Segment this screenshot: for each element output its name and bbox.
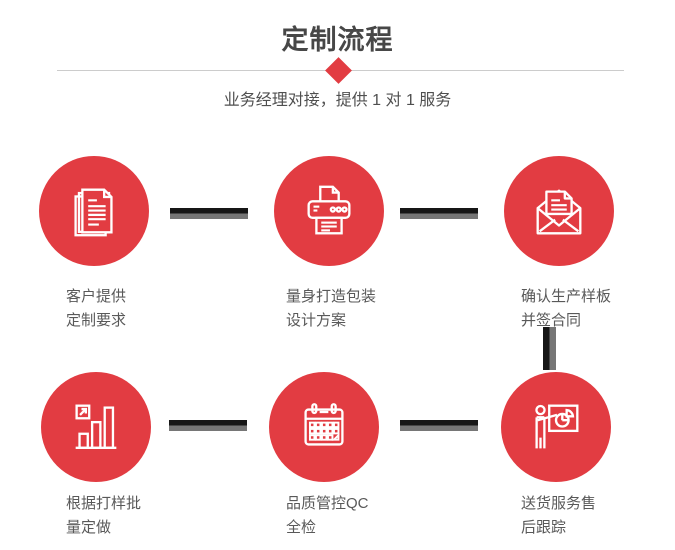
presentation-icon: [535, 404, 579, 449]
page-title: 定制流程: [281, 25, 394, 55]
connector-step3-step6: [543, 327, 556, 370]
step-label-5: 品质管控QC 全检: [286, 492, 369, 540]
connector-step5-step6: [400, 420, 478, 431]
step-label-line: 确认生产样板: [521, 288, 612, 305]
step-label-line: 品质管控QC: [286, 495, 369, 512]
step-circle-calendar: [269, 372, 379, 482]
connector-step2-step3: [400, 208, 478, 219]
step-circle-bar-chart: [41, 372, 151, 482]
calendar-icon: [304, 403, 344, 446]
step-label-line: 并签合同: [521, 312, 582, 329]
printer-icon: [307, 185, 351, 235]
envelope-icon: [536, 189, 582, 235]
bar-chart-icon: [75, 404, 117, 449]
step-label-line: 全检: [286, 519, 317, 536]
step-label-2: 量身打造包装 设计方案: [286, 285, 376, 333]
connector-step4-step5: [169, 420, 247, 431]
step-label-line: 后跟踪: [521, 519, 567, 536]
connector-step1-step2: [170, 208, 248, 219]
step-circle-envelope: [504, 156, 614, 266]
subtitle: 业务经理对接，提供 1 对 1 服务: [223, 92, 452, 109]
step-label-4: 根据打样批 量定做: [66, 492, 141, 540]
step-label-6: 送货服务售 后跟踪: [521, 492, 596, 540]
step-circle-printer: [274, 156, 384, 266]
step-label-1: 客户提供 定制要求: [66, 285, 126, 333]
step-label-line: 设计方案: [286, 312, 347, 329]
step-label-line: 定制要求: [66, 312, 127, 329]
step-label-line: 量定做: [66, 519, 112, 536]
step-circle-documents: [39, 156, 149, 266]
step-label-line: 量身打造包装: [286, 288, 377, 305]
step-label-line: 客户提供: [66, 288, 127, 305]
step-label-line: 根据打样批: [66, 495, 142, 512]
step-circle-presentation: [501, 372, 611, 482]
step-label-line: 送货服务售: [521, 495, 597, 512]
step-label-3: 确认生产样板 并签合同: [521, 285, 611, 333]
documents-icon: [74, 188, 113, 237]
diamond-icon: [325, 57, 352, 84]
